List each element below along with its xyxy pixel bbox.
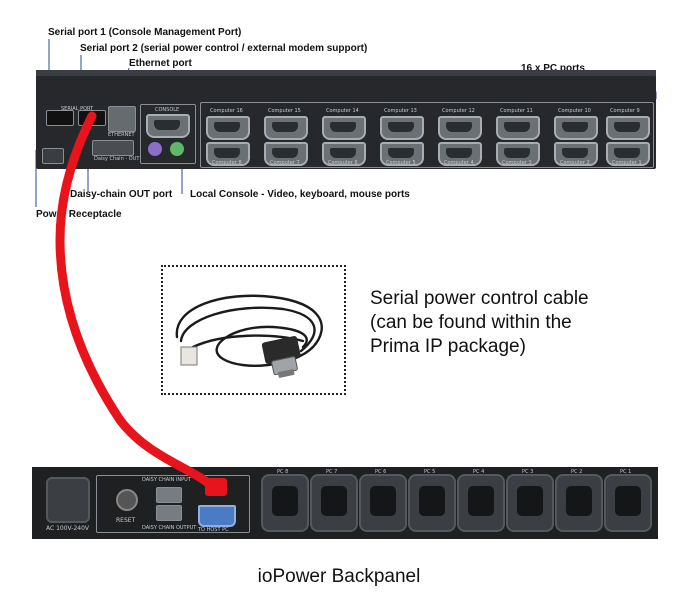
computer-label: Computer 13 (384, 108, 417, 114)
computer-label: Computer 11 (500, 108, 533, 114)
computer-label: Computer 3 (502, 160, 532, 166)
pc-outlet[interactable] (310, 474, 358, 532)
pc-outlet[interactable] (408, 474, 456, 532)
computer-port[interactable] (496, 116, 540, 140)
outlet-label: PC 8 (277, 469, 289, 475)
outlet-label: PC 2 (571, 469, 583, 475)
computer-label: Computer 6 (328, 160, 358, 166)
computer-label: Computer 9 (610, 108, 640, 114)
console-label: CONSOLE (155, 107, 180, 113)
outlet-label: PC 7 (326, 469, 338, 475)
cable-description-line: Prima IP package) (370, 336, 526, 357)
outlet-label: PC 5 (424, 469, 436, 475)
voltage-label: AC 100V-240V (46, 525, 90, 532)
host-pc-label: TO HOST PC (198, 527, 229, 533)
label-pc-ports: 16 x PC ports (521, 63, 585, 74)
computer-label: Computer 14 (326, 108, 359, 114)
label-power-receptacle: Power Receptacle (36, 209, 122, 220)
computer-port[interactable] (322, 116, 366, 140)
label-daisy-chain-out: Daisy-chain OUT port (70, 189, 173, 200)
label-serial-port-2: Serial port 2 (serial power control / ex… (80, 43, 368, 54)
ethernet-label: ETHERNET (108, 132, 135, 138)
computer-port[interactable] (606, 142, 650, 166)
ac-inlet[interactable] (46, 477, 90, 523)
outlet-label: PC 1 (620, 469, 632, 475)
computer-port[interactable] (264, 116, 308, 140)
computer-port[interactable] (380, 116, 424, 140)
pc-outlet[interactable] (359, 474, 407, 532)
label-ethernet-port: Ethernet port (129, 58, 192, 69)
computer-label: Computer 2 (560, 160, 590, 166)
caption: ioPower Backpanel (257, 566, 421, 587)
pc-outlet[interactable] (506, 474, 554, 532)
pc-outlet[interactable] (555, 474, 603, 532)
serial-cable-illustration (175, 294, 323, 378)
outlet-label: PC 4 (473, 469, 485, 475)
console-vga-port[interactable] (146, 114, 190, 138)
pc-outlet[interactable] (604, 474, 652, 532)
computer-port[interactable] (206, 142, 250, 166)
serial-port-1[interactable] (46, 110, 74, 126)
computer-port[interactable] (264, 142, 308, 166)
pc-ports-group (200, 102, 654, 168)
host-pc-port[interactable] (198, 505, 236, 527)
computer-label: Computer 10 (558, 108, 591, 114)
computer-port[interactable] (606, 116, 650, 140)
power-receptacle (42, 148, 64, 164)
computer-label: Computer 7 (270, 160, 300, 166)
computer-port[interactable] (322, 142, 366, 166)
label-local-console: Local Console - Video, keyboard, mouse p… (190, 189, 410, 200)
outlet-label: PC 3 (522, 469, 534, 475)
computer-label: Computer 8 (212, 160, 242, 166)
daisy-input-label: DAISY CHAIN INPUT (142, 477, 191, 483)
computer-port[interactable] (554, 116, 598, 140)
computer-label: Computer 4 (444, 160, 474, 166)
daisy-output-port[interactable] (156, 505, 182, 521)
reset-button[interactable] (116, 489, 138, 511)
cable-description-line: (can be found within the (370, 312, 572, 333)
daisy-chain-out-port[interactable] (92, 140, 134, 156)
ps2-mouse-port[interactable] (170, 142, 184, 156)
daisy-output-label: DAISY CHAIN OUTPUT (142, 525, 197, 531)
computer-label: Computer 16 (210, 108, 243, 114)
computer-port[interactable] (496, 142, 540, 166)
computer-label: Computer 12 (442, 108, 475, 114)
serial-port-label: SERIAL PORT (61, 106, 94, 112)
computer-label: Computer 15 (268, 108, 301, 114)
outlet-label: PC 6 (375, 469, 387, 475)
daisy-chain-label: Daisy Chain - OUT (94, 156, 140, 162)
computer-label: Computer 1 (612, 160, 642, 166)
console-group (140, 104, 196, 164)
cable-description-line: Serial power control cable (370, 288, 589, 309)
kvm-panel-top (36, 70, 656, 78)
computer-port[interactable] (206, 116, 250, 140)
computer-port[interactable] (438, 116, 482, 140)
computer-label: Computer 5 (386, 160, 416, 166)
label-serial-port-1: Serial port 1 (Console Management Port) (48, 27, 242, 38)
ps2-keyboard-port[interactable] (148, 142, 162, 156)
cable-description: Serial power control cable (can be found… (370, 287, 589, 359)
ethernet-port[interactable] (108, 106, 136, 132)
pc-outlet[interactable] (261, 474, 309, 532)
computer-port[interactable] (380, 142, 424, 166)
control-group (96, 475, 250, 533)
computer-port[interactable] (554, 142, 598, 166)
cable-photo (161, 265, 346, 395)
pc-outlet[interactable] (457, 474, 505, 532)
reset-label: RESET (116, 517, 136, 524)
daisy-input-port[interactable] (156, 487, 182, 503)
computer-port[interactable] (438, 142, 482, 166)
